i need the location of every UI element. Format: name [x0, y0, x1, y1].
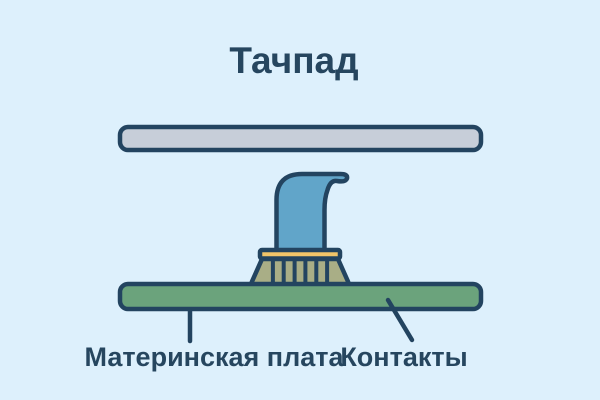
motherboard-label: Материнская плата — [85, 342, 345, 372]
contacts-label: Контакты — [340, 342, 467, 372]
connector-band-icon — [257, 247, 343, 261]
motherboard-bar-icon — [117, 281, 484, 312]
contacts-pointer-line — [385, 297, 415, 343]
flex-ribbon-cable-icon — [274, 171, 350, 256]
diagram-title: Тачпад — [229, 40, 358, 81]
touchpad-surface-icon — [117, 124, 484, 153]
connector-pins-icon — [249, 256, 351, 288]
